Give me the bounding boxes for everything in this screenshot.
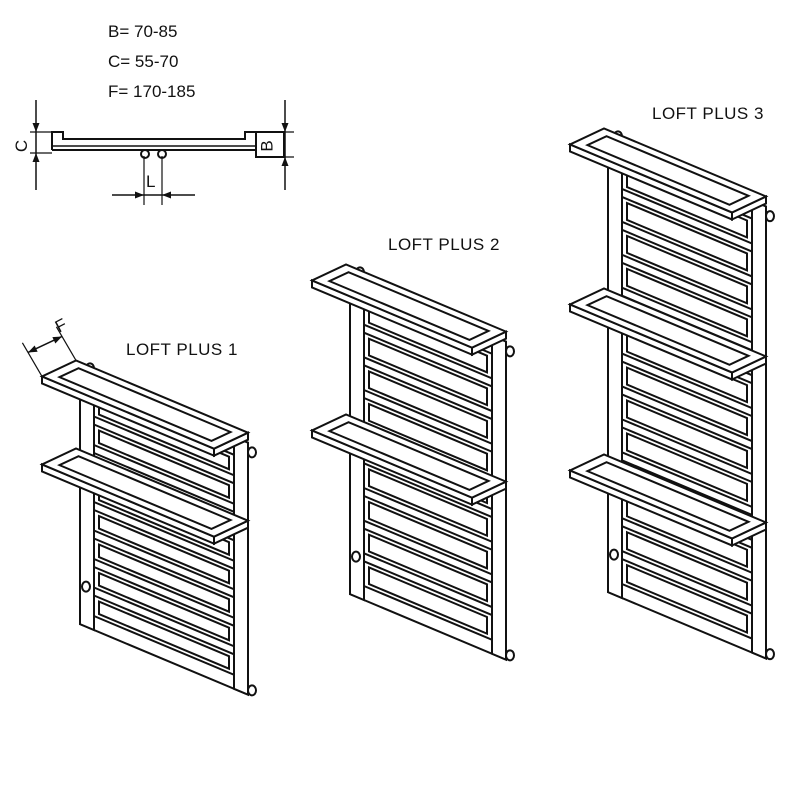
rung-inner bbox=[98, 514, 230, 585]
arrow-icon bbox=[281, 123, 289, 132]
dim-l-label: L bbox=[146, 172, 156, 191]
arrow-icon bbox=[281, 157, 289, 166]
model-label-3: LOFT PLUS 3 bbox=[652, 104, 764, 123]
rung-inner bbox=[626, 431, 748, 503]
arrow-icon bbox=[135, 191, 144, 199]
rung-inner bbox=[626, 530, 748, 602]
rung-inner bbox=[626, 234, 748, 305]
spec-b: B= 70-85 bbox=[108, 22, 178, 41]
towel-bar-opening bbox=[57, 367, 233, 443]
arrow-icon bbox=[32, 123, 40, 132]
model-label-1: LOFT PLUS 1 bbox=[126, 340, 238, 359]
plan-view bbox=[30, 100, 294, 205]
rung-inner bbox=[368, 402, 488, 472]
dim-c-label: C bbox=[12, 139, 32, 153]
rung-inner bbox=[626, 267, 748, 338]
rung-inner bbox=[368, 500, 488, 570]
rung-inner bbox=[98, 600, 230, 671]
rung-inner bbox=[626, 366, 748, 437]
right-column bbox=[491, 334, 507, 662]
arrow-icon bbox=[162, 191, 171, 199]
towel-bar-opening bbox=[585, 295, 751, 366]
dim-f-ext bbox=[21, 342, 43, 377]
arrow-icon bbox=[52, 336, 62, 344]
rung-inner bbox=[626, 563, 748, 635]
wall-pin bbox=[351, 550, 361, 563]
wall-pin bbox=[609, 548, 619, 561]
wall-pin bbox=[765, 210, 775, 223]
plan-outline bbox=[51, 131, 257, 151]
rung-inner bbox=[98, 571, 230, 642]
rung-inner bbox=[368, 337, 488, 407]
rung-inner bbox=[368, 533, 488, 603]
dim-f-ext2 bbox=[55, 326, 77, 361]
towel-bar-opening bbox=[585, 461, 751, 532]
model-label-2: LOFT PLUS 2 bbox=[388, 235, 500, 254]
rung-inner bbox=[368, 565, 488, 636]
arrow-icon bbox=[32, 153, 40, 162]
rung-inner bbox=[368, 467, 488, 538]
wall-pin bbox=[247, 446, 257, 459]
towel-bar-opening bbox=[327, 421, 491, 492]
spec-f: F= 170-185 bbox=[108, 82, 196, 101]
right-column bbox=[233, 435, 249, 697]
rung-inner bbox=[368, 369, 488, 440]
radiator-2 bbox=[309, 263, 515, 662]
wall-pin bbox=[505, 345, 515, 358]
radiator-1 bbox=[39, 359, 257, 697]
towel-bar-opening bbox=[585, 135, 751, 206]
towel-bar-opening bbox=[327, 271, 491, 342]
wall-pin bbox=[247, 684, 257, 697]
rung-inner bbox=[98, 543, 230, 614]
arrow-icon bbox=[28, 345, 38, 353]
dim-b-label: B bbox=[257, 140, 277, 152]
right-column bbox=[751, 199, 767, 660]
radiator-3 bbox=[567, 127, 775, 661]
wall-pin bbox=[505, 649, 515, 662]
wall-pin bbox=[765, 648, 775, 661]
wall-pin bbox=[81, 580, 91, 593]
valve-left bbox=[140, 149, 150, 159]
rung-inner bbox=[626, 201, 748, 272]
rung-inner bbox=[98, 429, 230, 500]
towel-bar-opening bbox=[57, 455, 233, 531]
spec-c: C= 55-70 bbox=[108, 52, 179, 71]
left-column bbox=[607, 138, 623, 600]
rung-inner bbox=[626, 399, 748, 470]
